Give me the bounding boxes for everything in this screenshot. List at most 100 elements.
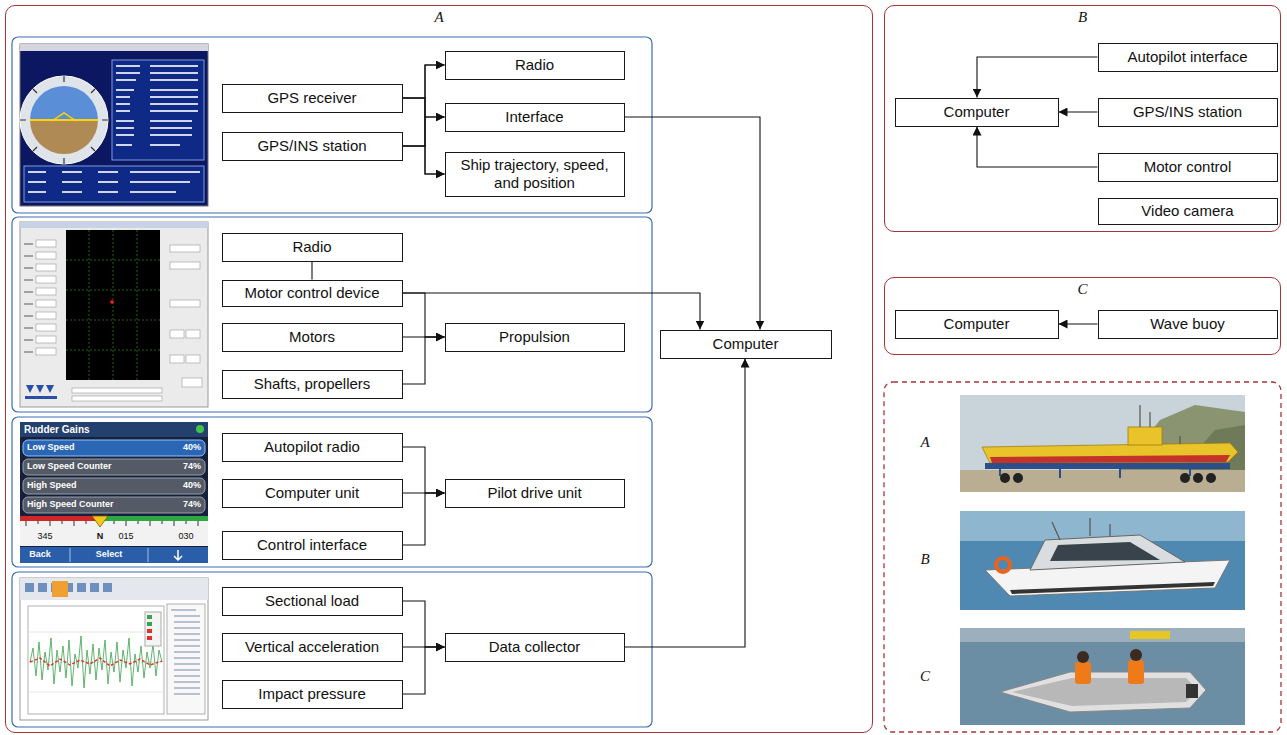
connector-arrow — [403, 493, 445, 545]
photo-model-ship — [960, 395, 1245, 492]
screen-text: 345 — [37, 532, 52, 542]
box-label: Autopilot interface — [1127, 48, 1247, 66]
photo-model-ship — [960, 470, 1245, 492]
box-label: Wave buoy — [1150, 315, 1224, 333]
connector-arrow — [403, 146, 445, 174]
screen-text: 015 — [118, 532, 133, 542]
photo-model-ship — [1000, 473, 1216, 483]
box-label: Radio — [292, 238, 331, 256]
photo-patrol-boat — [1052, 518, 1110, 540]
photo-patrol-boat — [996, 558, 1010, 572]
screen-text: Low Speed Counter — [27, 462, 112, 472]
box-label: Impact pressure — [258, 685, 366, 703]
photo-inflatable-boat — [1075, 662, 1091, 684]
box-label: Autopilot radio — [264, 438, 360, 456]
gps-screenshot — [20, 76, 108, 164]
process-box: Propulsion — [445, 323, 625, 352]
sub-panel-frame — [12, 417, 652, 567]
motor-control-screenshot — [110, 300, 114, 304]
box-label: Interface — [505, 108, 563, 126]
gps-screenshot — [20, 44, 208, 206]
gps-screenshot — [24, 166, 204, 202]
box-label: Shafts, propellers — [254, 375, 371, 393]
photo-letter: C — [920, 668, 930, 685]
motor-control-screenshot — [170, 330, 184, 338]
box-label: Sectional load — [265, 592, 359, 610]
data-collector-screenshot — [145, 612, 161, 646]
box-label: Data collector — [489, 638, 581, 656]
rudder-gains-screenshot — [196, 425, 204, 433]
box-label: Vertical acceleration — [245, 638, 379, 656]
gps-screenshot — [116, 66, 198, 145]
motor-control-screenshot — [170, 355, 184, 363]
motor-control-screenshot — [66, 230, 160, 380]
panel-frame: BAutopilot interfaceComputerGPS/INS stat… — [884, 5, 1281, 232]
photo-model-ship — [1000, 469, 1190, 478]
data-collector-screenshot — [147, 622, 152, 626]
process-box: Control interface — [222, 531, 403, 560]
motor-control-screenshot — [36, 264, 56, 271]
data-collector-screenshot — [30, 658, 162, 666]
motor-control-screenshot — [36, 348, 56, 355]
photo-model-ship — [1206, 473, 1216, 483]
data-collector-screenshot — [20, 578, 208, 720]
photo-inflatable-boat — [960, 628, 1245, 725]
connector-arrow — [403, 117, 445, 146]
box-label: Computer — [713, 335, 779, 353]
screen-text: 40% — [183, 481, 201, 491]
process-box: Autopilot radio — [222, 433, 403, 462]
motor-control-screenshot — [72, 396, 162, 401]
motor-control-screenshot — [36, 240, 56, 247]
photo-model-ship — [1193, 473, 1203, 483]
data-collector-screenshot — [52, 581, 68, 597]
motor-control-screenshot — [72, 388, 162, 393]
screen-text: 030 — [178, 532, 193, 542]
process-box: Computer — [895, 98, 1059, 127]
motor-control-screenshot — [20, 222, 208, 407]
motor-control-screenshot — [24, 244, 33, 352]
sub-panel-frame — [12, 37, 652, 213]
data-collector-screenshot — [147, 636, 152, 640]
data-collector-screenshot — [147, 615, 152, 619]
data-collector-screenshot — [167, 604, 205, 714]
connector-arrow — [403, 65, 445, 146]
connector-arrow — [977, 57, 1098, 98]
motor-control-screenshot — [36, 252, 56, 259]
rudder-gains-screenshot — [174, 550, 182, 560]
photo-model-ship — [1140, 405, 1180, 444]
motor-control-screenshot — [170, 245, 200, 252]
connector-arrow — [403, 293, 445, 337]
data-collector-screenshot — [90, 583, 99, 592]
screen-text: 74% — [183, 462, 201, 472]
box-label: Motor control — [1144, 158, 1232, 176]
data-collector-screenshot — [25, 583, 34, 592]
gps-screenshot — [28, 84, 100, 120]
rudder-gains-screenshot — [70, 548, 148, 562]
screen-text: N — [97, 532, 104, 542]
gps-screenshot — [52, 113, 76, 121]
data-collector-screenshot — [103, 583, 112, 592]
screen-text: Select — [96, 550, 123, 560]
rudder-gains-screenshot — [92, 516, 108, 527]
box-label: Pilot drive unit — [487, 484, 581, 502]
process-box: Data collector — [445, 633, 625, 662]
motor-control-screenshot — [182, 378, 202, 387]
data-collector-screenshot — [38, 583, 47, 592]
process-box: Video camera — [1098, 198, 1278, 225]
box-label: Computer unit — [265, 484, 359, 502]
photo-model-ship — [1000, 473, 1010, 483]
photo-model-ship — [985, 463, 1230, 469]
motor-control-screenshot — [170, 262, 200, 269]
rudder-gains-screenshot — [20, 516, 208, 546]
photo-inflatable-boat — [1012, 678, 1198, 706]
photo-inflatable-boat — [1077, 651, 1089, 663]
panel-heading: C — [885, 281, 1280, 298]
screen-text: Rudder Gains — [24, 424, 90, 435]
process-box: Wave buoy — [1098, 310, 1278, 339]
gps-screenshot — [28, 84, 100, 156]
screen-text: 40% — [183, 443, 201, 453]
motor-control-screenshot — [36, 300, 56, 307]
sub-panel-frame — [12, 572, 652, 727]
photo-model-ship — [960, 395, 1245, 492]
box-label: Propulsion — [499, 328, 570, 346]
